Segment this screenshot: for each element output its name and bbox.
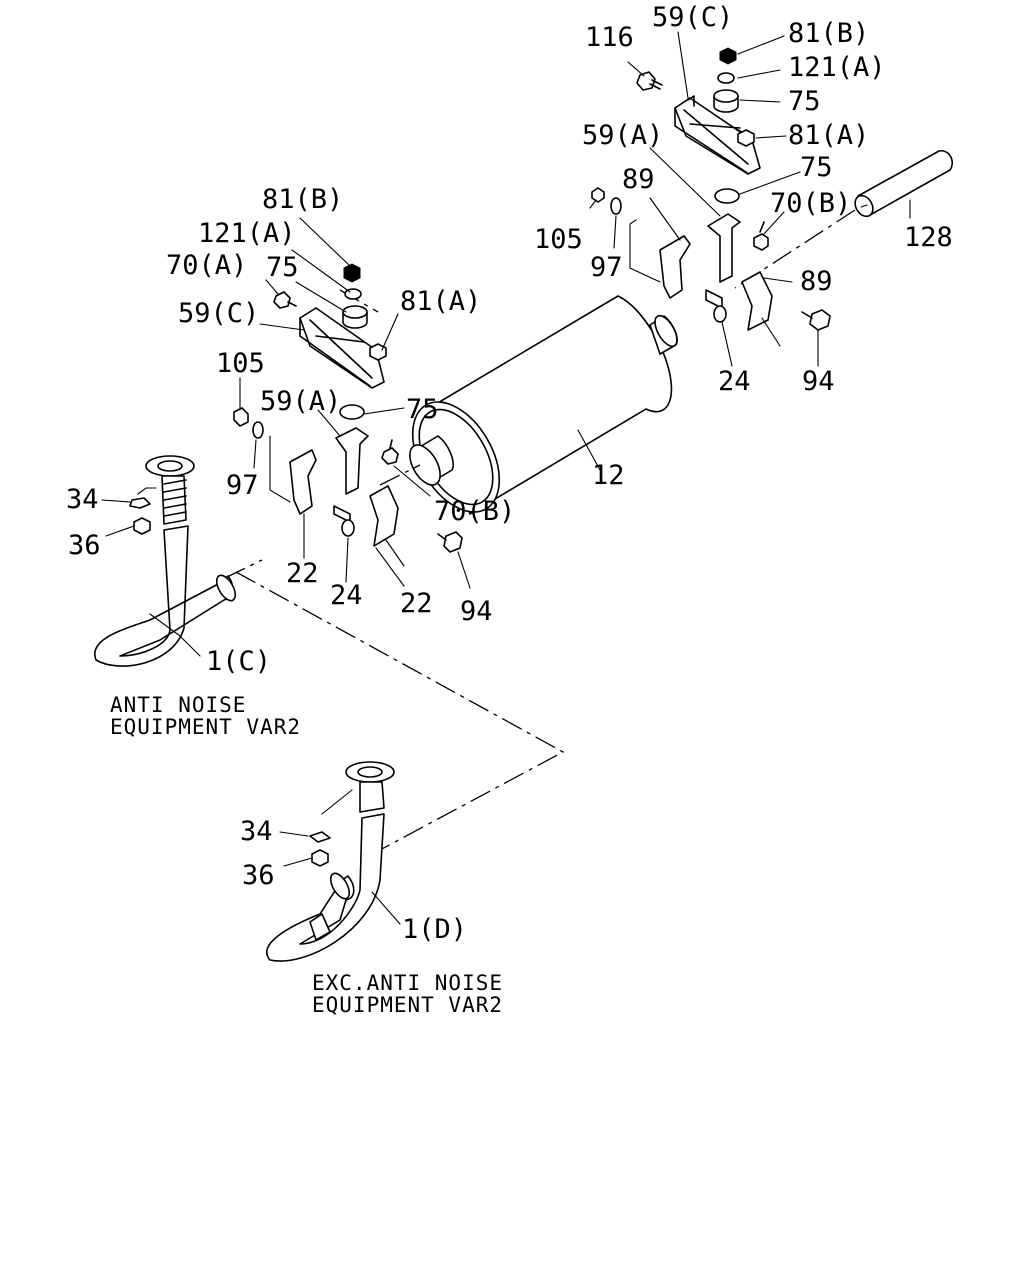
center-lines (224, 109, 856, 859)
nut-81a-left (369, 343, 387, 361)
label-81a-left: 81(A) (400, 286, 481, 317)
label-70a-left: 70(A) (166, 250, 247, 281)
washer-97-left (252, 421, 264, 439)
label-116: 116 (585, 22, 634, 53)
rubber-75-right-bottom (714, 188, 740, 204)
spacer-24-right (705, 289, 727, 323)
label-36-b: 36 (242, 860, 275, 891)
part-labels: 116 59(C) 81(B) 121(A) 75 59(A) 81(A) 75… (66, 2, 953, 945)
muffler (409, 295, 678, 515)
label-75-left-bottom: 75 (406, 394, 439, 425)
clamp-89-lower (741, 271, 781, 347)
bolt-70a-left (273, 291, 297, 309)
label-12: 12 (592, 460, 625, 491)
label-75-right-top: 75 (788, 86, 821, 117)
label-24-right: 24 (718, 366, 751, 397)
label-34-a: 34 (66, 484, 99, 515)
label-59a-left: 59(A) (260, 386, 341, 417)
rubber-75-right-top (713, 89, 739, 113)
washer-34-a (129, 497, 151, 509)
nut-81a-right (737, 129, 755, 147)
label-94-left: 94 (460, 596, 493, 627)
label-105-left: 105 (216, 348, 265, 379)
nut-105-right (591, 187, 605, 203)
label-105-right: 105 (534, 224, 583, 255)
label-81a-right: 81(A) (788, 120, 869, 151)
tail-pipe (854, 149, 954, 218)
washer-34-b (309, 831, 331, 843)
label-121a-left: 121(A) (198, 218, 296, 249)
label-1c: 1(C) (206, 646, 271, 677)
note-anti-noise-line2: EQUIPMENT VAR2 (110, 715, 301, 739)
left-hanger-assembly (233, 263, 463, 567)
label-75-left-top: 75 (266, 252, 299, 283)
bolt-70b-left (381, 439, 399, 465)
label-1d: 1(D) (402, 914, 467, 945)
nut-81b-right (719, 47, 737, 65)
note-anti-noise-line1: ANTI NOISE (110, 693, 246, 717)
label-89-lower: 89 (800, 266, 833, 297)
front-pipe-1c (93, 455, 237, 667)
label-36-a: 36 (68, 530, 101, 561)
label-97-right: 97 (590, 252, 623, 283)
label-34-b: 34 (240, 816, 273, 847)
bracket-59c-right (674, 95, 761, 175)
front-pipe-1d (266, 761, 395, 962)
label-94-right: 94 (802, 366, 835, 397)
label-24-left: 24 (330, 580, 363, 611)
label-70b-left: 70(B) (434, 496, 515, 527)
label-81b-left: 81(B) (262, 184, 343, 215)
label-59a-right: 59(A) (582, 120, 663, 151)
rubber-75-left-top (342, 305, 368, 329)
label-81b-right: 81(B) (788, 18, 869, 49)
bracket-59c-left (299, 307, 385, 389)
label-59c-left: 59(C) (178, 298, 259, 329)
bolt-116 (636, 71, 663, 91)
right-hanger-assembly (591, 47, 831, 347)
label-89-upper: 89 (622, 164, 655, 195)
variant-notes: ANTI NOISE EQUIPMENT VAR2 EXC.ANTI NOISE… (110, 693, 503, 1017)
washer-97-right (610, 197, 622, 215)
label-75-right-bottom: 75 (800, 152, 833, 183)
label-22-b: 22 (400, 588, 433, 619)
rubber-75-left-bottom (339, 404, 365, 420)
label-70b-right: 70(B) (770, 188, 851, 219)
nut-105-left (233, 407, 249, 427)
bolt-94-right (801, 309, 831, 331)
label-59c-right: 59(C) (652, 2, 733, 33)
label-22-a: 22 (286, 558, 319, 589)
label-97-left: 97 (226, 470, 259, 501)
nut-81b-left (343, 263, 361, 283)
label-128: 128 (904, 222, 953, 253)
label-121a-right: 121(A) (788, 52, 886, 83)
nut-36-b (311, 849, 329, 867)
nut-36-a (133, 517, 151, 535)
leader-lines (101, 31, 911, 925)
washer-121a-right (717, 72, 735, 84)
bracket-59a-right (707, 213, 741, 283)
note-exc-anti-noise-line1: EXC.ANTI NOISE (312, 971, 503, 995)
bracket-59a-left (335, 427, 369, 495)
clamp-22-right (369, 485, 405, 567)
spacer-24-left (333, 505, 355, 537)
clamp-22-left (269, 435, 317, 515)
bolt-70b-right (753, 221, 769, 251)
bolt-94-left (437, 531, 463, 553)
note-exc-anti-noise-line2: EQUIPMENT VAR2 (312, 993, 503, 1017)
clamp-89-upper (629, 219, 691, 299)
